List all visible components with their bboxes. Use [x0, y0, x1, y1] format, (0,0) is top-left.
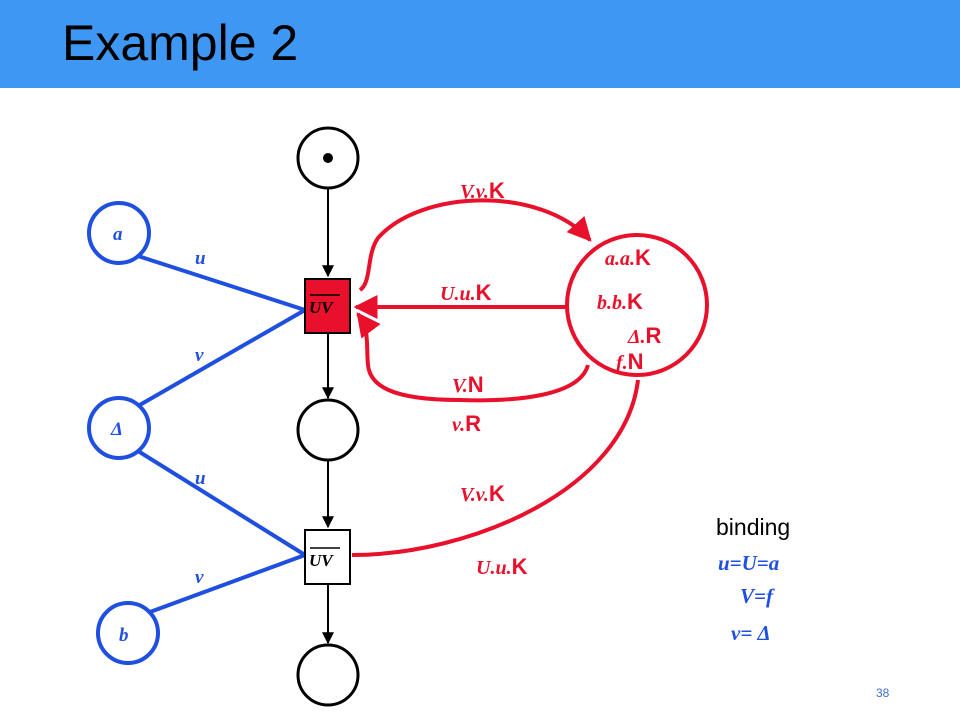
- transition-bottom-label: UV: [309, 551, 334, 570]
- arc-label-delta-u: u: [195, 468, 206, 489]
- page-number: 38: [876, 686, 890, 700]
- binding-line-2: V=f: [740, 584, 775, 608]
- red-label-middle-arc: U.u.K: [440, 280, 492, 305]
- place-delta: [87, 396, 151, 460]
- red-label-lower-arc-1: V.N: [452, 372, 484, 397]
- blue-arc-b: [149, 553, 306, 614]
- place-delta-label: Δ: [110, 419, 123, 440]
- binding-title: binding: [716, 514, 791, 540]
- binding-line-3: v= Δ: [731, 621, 771, 645]
- blue-arc-delta-up: [137, 308, 306, 408]
- place-bottom: [296, 643, 360, 707]
- red-arc-top: [358, 198, 592, 292]
- place-middle: [296, 398, 360, 462]
- red-arc-lower: [356, 312, 590, 403]
- arc-label-delta-v: v: [195, 345, 204, 366]
- red-token-1: a.a.K: [605, 245, 651, 270]
- red-label-top-arc: V.v.K: [460, 178, 505, 203]
- red-token-2: b.b.K: [597, 289, 643, 314]
- transition-top-label: UV: [309, 298, 334, 317]
- blue-arc-delta-down: [136, 449, 307, 557]
- arc-label-a-u: u: [195, 248, 206, 269]
- token-dot: [323, 153, 333, 163]
- red-arc-bottom: [351, 379, 640, 557]
- transition-top: [304, 278, 351, 334]
- title-bar: [0, 0, 960, 88]
- red-token-4: f.N: [616, 349, 644, 374]
- place-a: [87, 201, 151, 265]
- place-b: [96, 601, 160, 665]
- red-label-bottom-arc-2: U.u.K: [476, 554, 528, 579]
- blue-arc-a: [137, 254, 306, 312]
- binding-line-1: u=U=a: [718, 551, 779, 575]
- slide-title: Example 2: [62, 15, 299, 71]
- red-label-lower-arc-2: v.R: [452, 411, 481, 436]
- red-label-bottom-arc-1: V.v.K: [460, 481, 505, 506]
- place-a-label: a: [113, 224, 123, 245]
- transition-bottom: [304, 529, 351, 585]
- place-b-label: b: [119, 625, 129, 646]
- red-token-3: Δ.R: [627, 323, 662, 348]
- arc-label-b-v: v: [195, 567, 204, 588]
